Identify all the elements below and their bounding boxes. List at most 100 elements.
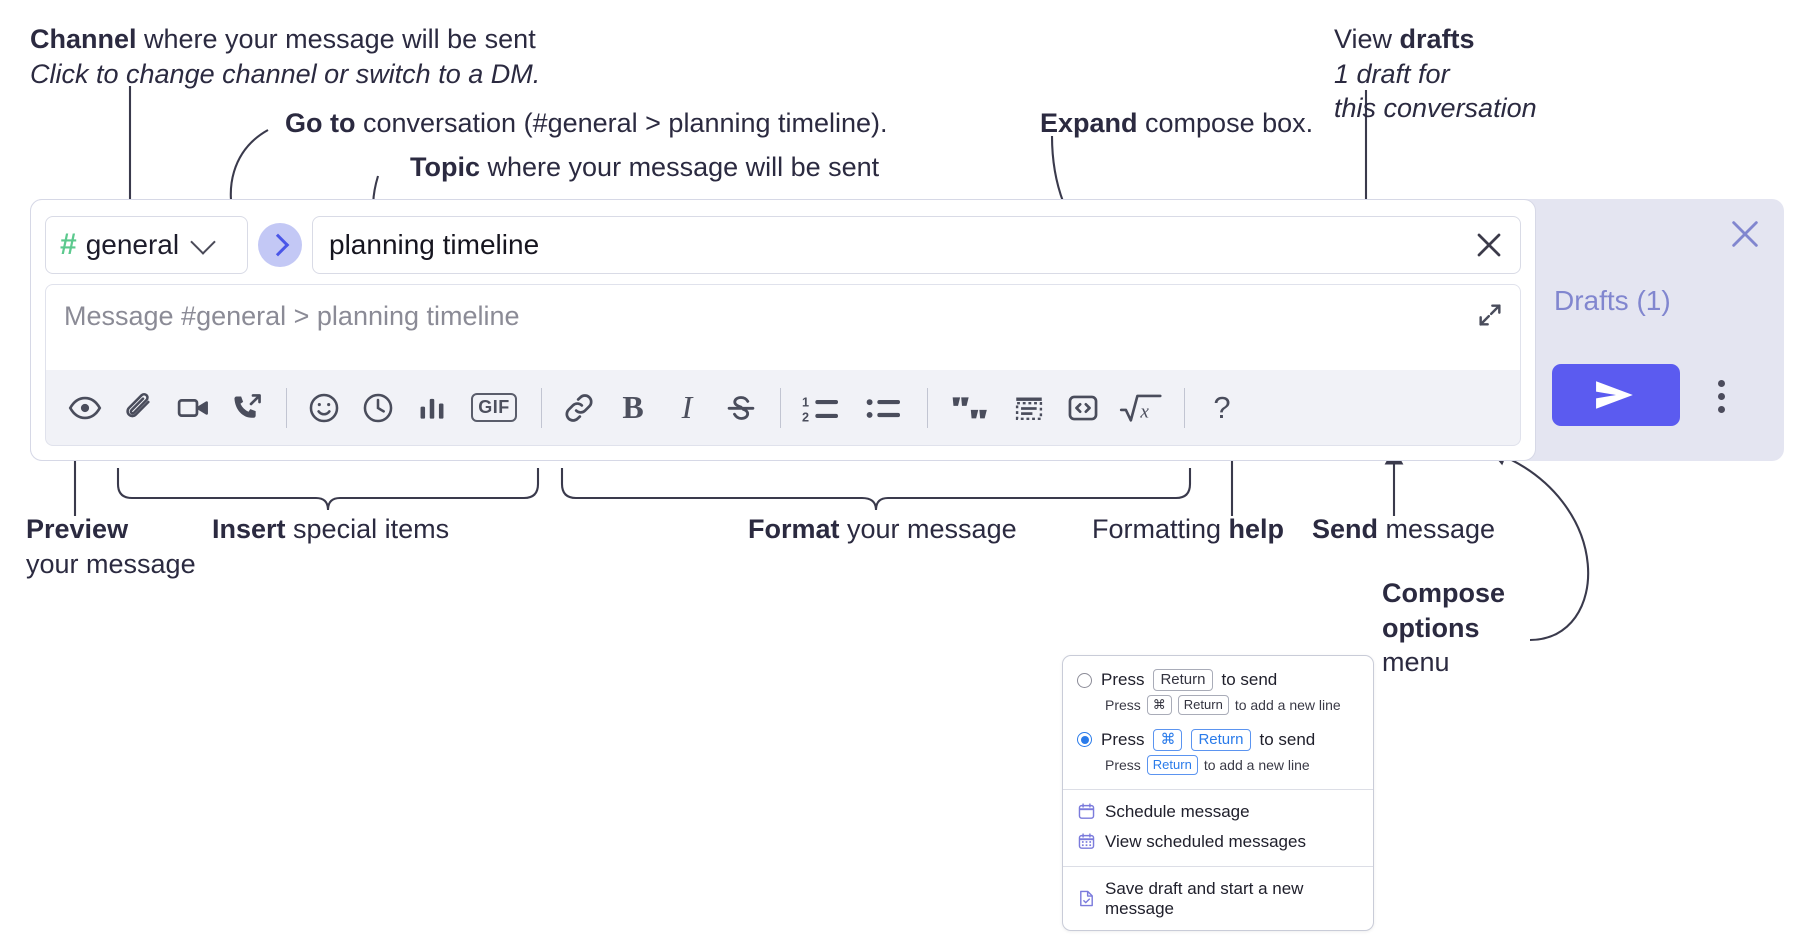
option1-sub-post: to add a new line [1234,697,1341,714]
ordered-list-icon[interactable]: 1 2 [795,385,849,431]
menu-item-label: View scheduled messages [1105,831,1306,851]
bold-glyph: B [622,389,644,425]
annotation-insert-rest: special items [285,514,450,544]
radio-selected-icon[interactable] [1077,732,1092,748]
annotation-insert-bold: Insert [212,514,286,544]
key-return: Return [1153,669,1213,692]
annotation-drafts-sub1: 1 draft for [1334,58,1450,89]
annotation-help-bold: help [1228,514,1285,544]
key-command-blue: ⌘ [1153,728,1183,752]
bold-icon[interactable]: B [610,385,656,431]
strikethrough-icon[interactable] [718,385,764,431]
annotation-send: Send message [1312,512,1495,547]
annotation-channel-sub: Click to change channel or switch to a D… [30,58,541,89]
annotation-format: Format your message [748,512,1017,547]
annotation-insert: Insert special items [212,512,449,547]
kebab-dot [1717,379,1725,387]
annotation-expand-bold: Expand [1040,108,1138,138]
separator-2 [541,387,542,428]
annotation-topic: Topic where your message will be sent [410,150,879,185]
annotation-help-lead: Formatting [1092,514,1229,544]
annotation-goto-rest: conversation (#general > planning timeli… [355,108,888,138]
menu-item-schedule-message[interactable]: Schedule message [1063,797,1373,827]
annotation-drafts-sub2: this conversation [1334,93,1537,124]
formatting-toolbar: GIF B I [45,370,1521,446]
close-icon-panel[interactable] [1728,217,1762,251]
video-icon[interactable] [170,385,216,431]
hash-icon: # [60,228,77,261]
annotation-help: Formatting help [1092,512,1284,547]
emoji-icon[interactable] [301,385,347,431]
topic-input[interactable]: planning timeline [312,216,1521,274]
formatting-help-icon[interactable]: ? [1199,385,1245,431]
annotation-preview-sub: your message [26,548,196,579]
separator-1 [286,387,287,428]
option1-pre: Press [1101,670,1145,690]
italic-icon[interactable]: I [664,385,710,431]
annotation-compose-options-b1: Compose [1382,578,1506,608]
close-icon[interactable] [1474,230,1504,260]
annotation-goto-bold: Go to [285,108,356,138]
option2-post: to send [1259,729,1316,749]
key-return-blue-small: Return [1146,755,1198,775]
menu-item-view-scheduled-messages[interactable]: View scheduled messages [1063,827,1373,857]
preview-icon[interactable] [62,385,108,431]
link-icon[interactable] [556,385,602,431]
annotation-preview: Preview your message [26,512,196,581]
inline-code-icon[interactable] [1060,385,1106,431]
annotation-goto: Go to conversation (#general > planning … [285,106,888,141]
gif-icon[interactable]: GIF [463,385,525,431]
svg-text:x: x [1139,401,1149,422]
message-placeholder: Message #general > planning timeline [64,301,520,331]
radio-unselected-icon[interactable] [1077,672,1092,688]
annotation-compose-options-b2: options [1382,612,1480,643]
option1-sub-pre: Press [1105,697,1141,714]
option2-pre: Press [1101,729,1145,749]
annotation-preview-bold: Preview [26,514,129,544]
huddle-icon[interactable] [224,385,270,431]
menu-item-label: Save draft and start a new message [1105,878,1304,918]
math-icon[interactable]: x [1114,385,1168,431]
message-input[interactable]: Message #general > planning timeline [45,284,1521,370]
annotation-expand: Expand compose box. [1040,106,1313,141]
compose-card: # general planning timeline Message #gen… [30,199,1536,461]
code-block-icon[interactable] [1006,385,1052,431]
annotation-format-rest: your message [839,514,1017,544]
channel-selector[interactable]: # general [45,216,248,274]
blockquote-icon[interactable] [942,385,998,431]
compose-options-menu: Press Return to send Press ⌘ Return to a… [1062,655,1374,931]
bulleted-list-icon[interactable] [857,385,911,431]
go-to-conversation-button[interactable] [258,223,302,267]
chevron-right-icon [266,233,290,257]
annotation-send-bold: Send [1312,514,1379,544]
annotation-compose-options: Compose options menu [1382,576,1505,680]
separator-3 [780,387,781,428]
menu-option-cmd-return-to-send[interactable]: Press ⌘ Return to send [1063,726,1373,754]
menu-option-return-subtext: Press ⌘ Return to add a new line [1063,694,1373,720]
expand-icon[interactable] [1476,301,1504,329]
compose-header-row: # general planning timeline [45,214,1521,276]
key-return-small: Return [1177,695,1229,715]
italic-glyph: I [681,389,693,425]
compose-options-button[interactable] [1706,373,1736,419]
annotation-channel-rest: where your message will be sent [136,24,536,54]
menu-item-save-draft[interactable]: Save draft and start a new message [1063,874,1373,924]
menu-option-return-to-send[interactable]: Press Return to send [1063,666,1373,694]
question-mark-glyph: ? [1213,390,1231,425]
attachment-icon[interactable] [116,385,162,431]
annotation-expand-rest: compose box. [1137,108,1314,138]
drafts-link[interactable]: Drafts (1) [1554,285,1671,316]
option2-sub-post: to add a new line [1203,756,1310,773]
annotation-format-bold: Format [748,514,840,544]
poll-icon[interactable] [409,385,455,431]
clock-icon[interactable] [355,385,401,431]
menu-divider-1 [1063,788,1373,790]
chevron-down-icon [190,228,216,255]
compose-widget: # general planning timeline Message #gen… [30,199,1784,461]
kebab-dot [1717,392,1725,400]
key-return-blue: Return [1191,728,1251,752]
channel-name: general [85,229,180,260]
send-button[interactable] [1552,364,1680,426]
menu-divider-2 [1063,865,1373,867]
